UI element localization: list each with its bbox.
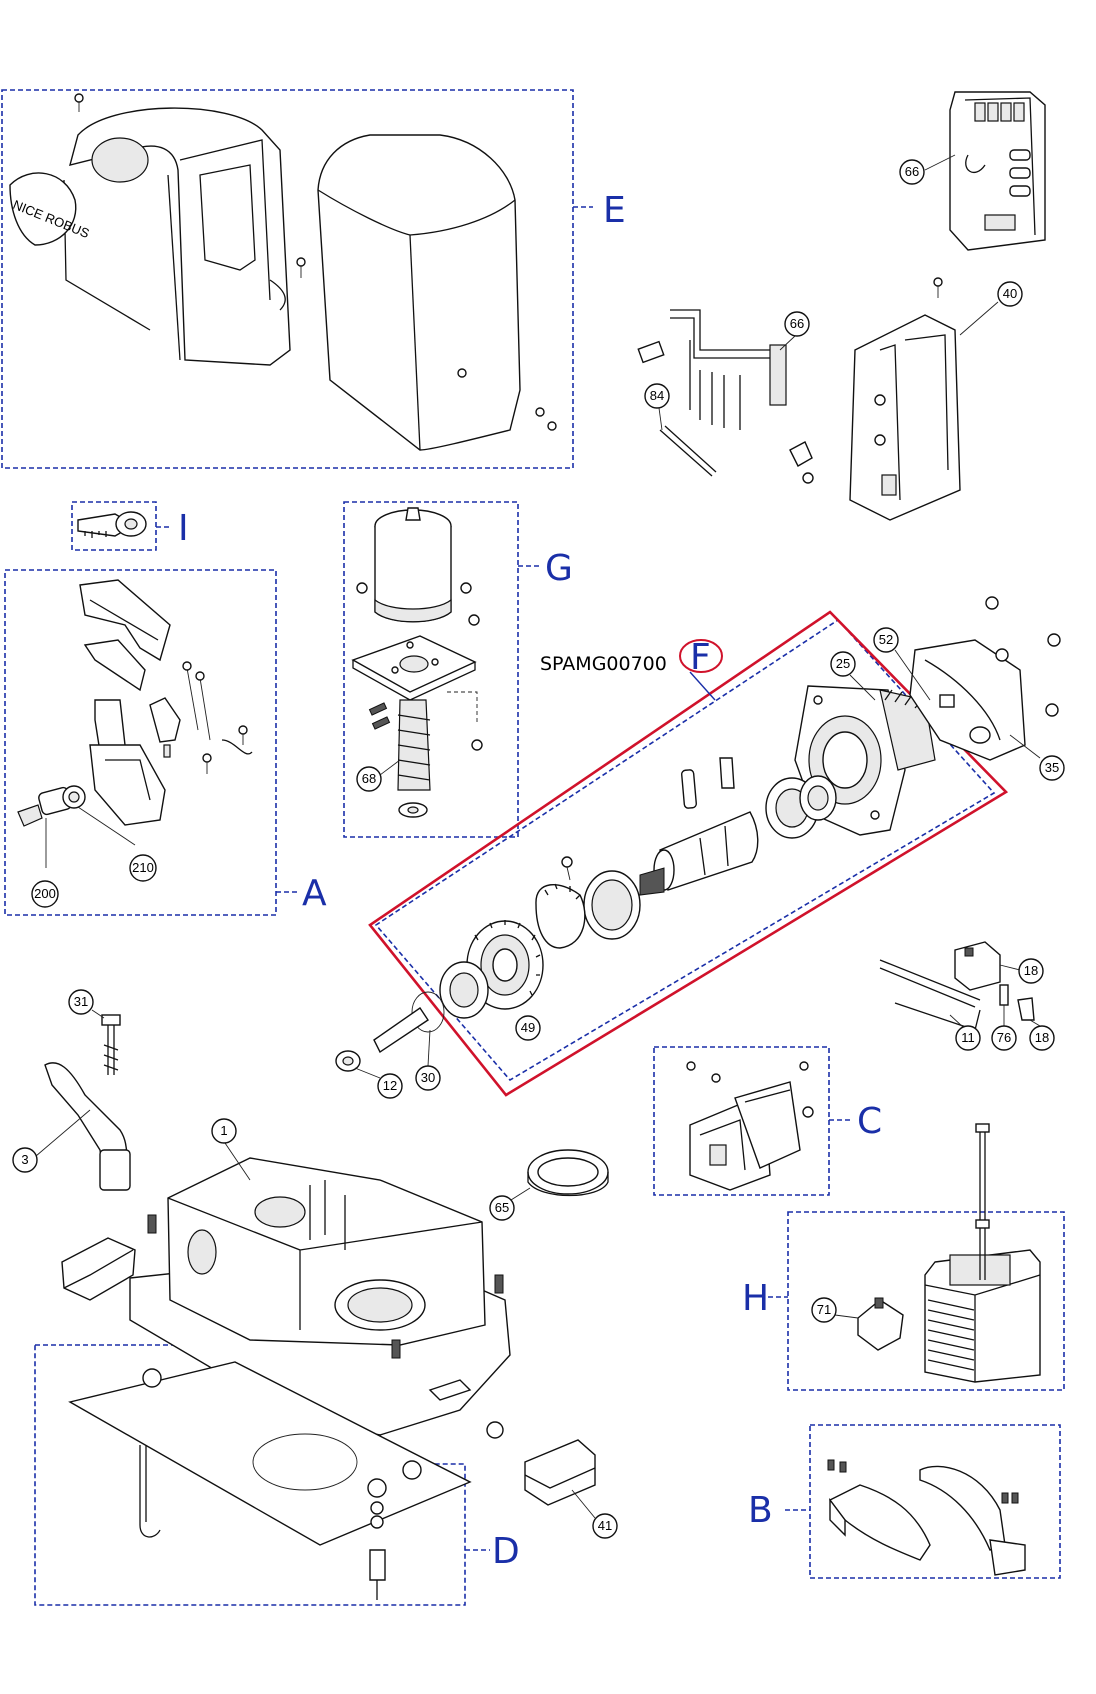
- limit-switch-parts: [879, 941, 1035, 1031]
- seal-ring: [527, 1149, 609, 1197]
- group-label-i: I: [178, 508, 189, 549]
- group-label-g: G: [545, 548, 573, 589]
- callout-35: 35: [1009, 734, 1065, 781]
- callout-label: 12: [383, 1078, 397, 1093]
- callout-label: 18: [1035, 1030, 1049, 1045]
- callout-label: 18: [1024, 963, 1038, 978]
- callout-label: 84: [650, 388, 664, 403]
- callout-label: 40: [1003, 286, 1017, 301]
- group-boxes: [1, 89, 1065, 1606]
- group-label-c: C: [857, 1101, 882, 1142]
- callout-label: 30: [421, 1070, 435, 1085]
- callout-label: 210: [132, 860, 154, 875]
- callout-1: 1: [211, 1118, 251, 1181]
- callout-66-harness: 66: [779, 311, 810, 351]
- callout-label: 1: [220, 1123, 227, 1138]
- group-box-e: [1, 89, 574, 469]
- group-f-leader: [689, 671, 716, 701]
- cover-piece-right: [524, 1439, 596, 1506]
- group-box-a: [4, 569, 277, 916]
- group-label-h: H: [742, 1278, 769, 1319]
- callout-3: 3: [12, 1109, 91, 1173]
- callout-label: 11: [961, 1030, 975, 1045]
- wiring-harness: [637, 309, 814, 484]
- callout-label: 52: [879, 632, 893, 647]
- group-box-b: [809, 1424, 1061, 1579]
- release-key: [77, 511, 147, 538]
- callout-71: 71: [811, 1297, 859, 1323]
- callout-52: 52: [873, 627, 931, 701]
- rear-cover: [317, 134, 557, 451]
- board-bracket: [849, 277, 961, 521]
- callout-label: 49: [521, 1020, 535, 1035]
- transformer: [857, 1123, 1041, 1383]
- callout-label: 76: [997, 1030, 1011, 1045]
- release-lock-parts: [17, 579, 253, 868]
- callout-label: 68: [362, 771, 376, 786]
- callout-label: 66: [905, 164, 919, 179]
- gearbox-base: [129, 1157, 511, 1436]
- callouts: 66 40 66 84 68 25 52: [12, 154, 1065, 1539]
- callout-65: 65: [489, 1187, 531, 1221]
- callout-label: 65: [495, 1200, 509, 1215]
- callout-label: 200: [34, 886, 56, 901]
- output-shaft: [335, 757, 837, 1072]
- front-cover: NICE ROBUS: [9, 93, 306, 366]
- group-box-d: [34, 1344, 466, 1606]
- callout-68: 68: [356, 759, 401, 792]
- callout-84: 84: [644, 383, 670, 431]
- group-box-g: [343, 501, 519, 838]
- motor-end-housing: [909, 596, 1061, 761]
- callout-label: 66: [790, 316, 804, 331]
- callout-76: 76: [991, 1005, 1017, 1051]
- callout-label: 35: [1045, 760, 1059, 775]
- callout-30: 30: [415, 1029, 441, 1091]
- group-label-e: E: [603, 190, 626, 231]
- fixing-brackets: [827, 1459, 1026, 1576]
- group-label-a: A: [302, 873, 327, 914]
- control-board: [949, 91, 1046, 251]
- limit-switch-assembly: [686, 1061, 814, 1191]
- group-label-b: B: [748, 1490, 773, 1531]
- callout-49: 49: [515, 1015, 541, 1041]
- callout-40: 40: [959, 281, 1023, 336]
- callout-210: 210: [129, 854, 157, 882]
- group-f-label-circle: [679, 639, 723, 673]
- part-code: SPAMG00700: [540, 653, 667, 675]
- callout-label: 25: [836, 656, 850, 671]
- group-labels: E I G A F C H B D: [178, 190, 882, 1572]
- callout-18-switch: 18: [999, 958, 1044, 984]
- group-label-d: D: [492, 1531, 520, 1572]
- callout-label: 31: [74, 994, 88, 1009]
- release-handle: [44, 1014, 131, 1191]
- callout-18-bracket: 18: [1029, 1019, 1055, 1051]
- callout-label: 3: [21, 1152, 28, 1167]
- foundation-plate: [68, 1361, 504, 1600]
- callout-31: 31: [68, 989, 105, 1019]
- group-label-f: F: [690, 637, 711, 678]
- callout-label: 41: [598, 1518, 612, 1533]
- callout-41: 41: [571, 1489, 618, 1539]
- callout-66-board: 66: [899, 154, 956, 185]
- group-box-i: [71, 501, 157, 551]
- callout-label: 71: [817, 1302, 831, 1317]
- motor-assembly: [351, 507, 483, 818]
- group-box-c: [653, 1046, 830, 1196]
- callout-11: 11: [949, 1014, 981, 1051]
- callout-25: 25: [830, 651, 876, 701]
- cover-piece-left: [61, 1237, 136, 1301]
- group-box-h: [787, 1211, 1065, 1391]
- callout-200: 200: [31, 880, 59, 908]
- callout-12: 12: [354, 1067, 403, 1099]
